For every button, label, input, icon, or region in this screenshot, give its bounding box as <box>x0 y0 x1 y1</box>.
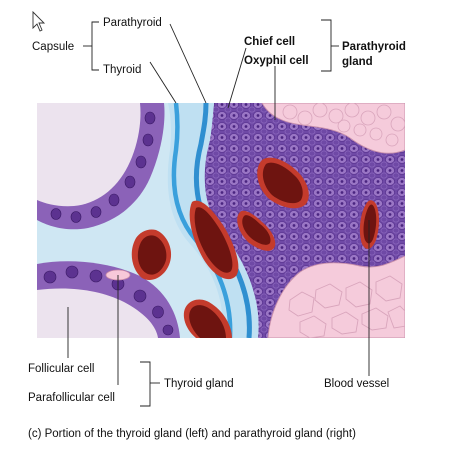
label-chief-cell: Chief cell <box>244 36 295 48</box>
label-parathyroid-gland-line2: gland <box>342 56 373 68</box>
label-oxyphil-cell: Oxyphil cell <box>244 55 309 67</box>
oxyphil-cells-top <box>282 103 405 147</box>
label-capsule: Capsule <box>32 41 74 53</box>
label-follicular-cell: Follicular cell <box>28 363 94 375</box>
thyroid-follicle-top <box>37 103 165 230</box>
label-thyroid-capsule: Thyroid <box>103 64 141 76</box>
tissue-image <box>37 103 405 338</box>
label-parathyroid-capsule: Parathyroid <box>103 17 162 29</box>
thyroid-follicle-bottom <box>37 261 180 338</box>
oxyphil-cluster-top <box>261 103 405 154</box>
blood-vessels <box>131 157 379 338</box>
oxyphil-cluster-bottom <box>267 255 405 338</box>
cursor-arrow-icon <box>32 10 46 32</box>
labels: Capsule Parathyroid Thyroid Chief cell O… <box>28 17 406 440</box>
label-parafollicular-cell: Parafollicular cell <box>28 392 115 404</box>
figure-caption: (c) Portion of the thyroid gland (left) … <box>28 428 356 440</box>
label-thyroid-gland: Thyroid gland <box>164 378 234 390</box>
label-parathyroid-gland-line1: Parathyroid <box>342 41 406 53</box>
oxyphil-cells-bottom <box>288 275 405 338</box>
thyroid-capsule <box>171 103 233 338</box>
label-blood-vessel: Blood vessel <box>324 378 389 390</box>
leader-lines <box>67 19 370 407</box>
